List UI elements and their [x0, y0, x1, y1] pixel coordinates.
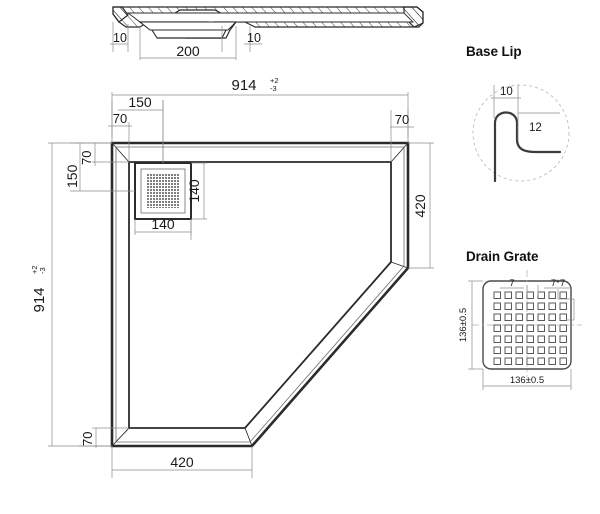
- base-lip-detail-group: 10 12: [472, 84, 570, 183]
- plan-inner-outline: [128, 161, 392, 429]
- drain-grate-dim-width: 136±0.5: [510, 375, 544, 386]
- section-dimension-lines: [110, 22, 262, 60]
- plan-dim-lip-bottom-left-value: 70: [80, 432, 95, 446]
- drain-grate-detail-title: Drain Grate: [466, 249, 539, 264]
- plan-dim-lip-top-right: 70: [395, 112, 409, 127]
- section-inner-face: [126, 12, 415, 23]
- plan-dim-drain-offset-x: 150: [128, 94, 152, 110]
- plan-drain-grate-mesh: [146, 174, 180, 208]
- plan-dim-overall-height-value: 914: [31, 287, 48, 312]
- drain-grate-dim-height-value: 136±0.5: [458, 308, 469, 342]
- base-lip-profile: [493, 111, 562, 183]
- plan-dim-overall-height-tol-minus: -3: [38, 267, 47, 274]
- section-drain-grate-cap: [138, 21, 238, 31]
- plan-rim-highlight: [115, 146, 405, 443]
- base-lip-detail-title: Base Lip: [466, 44, 522, 59]
- plan-dim-drain-offset-y: 150: [64, 164, 80, 188]
- plan-dim-overall-width-tol-plus: +2: [270, 76, 279, 85]
- section-dim-lip-right: 10: [247, 31, 261, 45]
- plan-dim-grate-height: 140: [186, 179, 202, 203]
- section-dim-drain-width: 200: [176, 43, 200, 59]
- plan-dim-overall-width: 914 +2 -3: [231, 76, 278, 94]
- plan-dim-lip-bottom-left: 70: [80, 432, 95, 446]
- plan-dim-lip-left-inner-value: 70: [79, 151, 94, 165]
- plan-dim-overall-height: 914 +2 -3: [30, 265, 48, 312]
- plan-mitre-lines: [111, 142, 409, 447]
- base-lip-dim-thickness: 10: [500, 86, 513, 98]
- base-lip-dim-height: 12: [529, 122, 542, 134]
- plan-dim-right-face-value: 420: [412, 194, 428, 218]
- plan-dim-lip-left-inner: 70: [79, 151, 94, 165]
- section-dim-lip-left: 10: [113, 31, 127, 45]
- plan-dim-right-face: 420: [412, 194, 428, 218]
- plan-dim-overall-width-tol-minus: -3: [270, 84, 277, 93]
- drain-grate-dim-slot-size: 7*7: [551, 278, 565, 289]
- plan-view-group: 914 +2 -3 914 +2 -3 150 70 70 70 150 70: [30, 76, 434, 478]
- plan-dim-grate-height-value: 140: [186, 179, 202, 203]
- plan-dim-overall-width-value: 914: [231, 77, 256, 94]
- drain-grate-dim-height: 136±0.5: [458, 308, 469, 342]
- base-lip-dimension-lines: [491, 85, 560, 140]
- base-lip-detail-circle: [472, 84, 570, 182]
- plan-dim-overall-height-tol-plus: +2: [30, 265, 39, 274]
- plan-dim-lip-top-left: 70: [113, 111, 127, 126]
- plan-dimension-lines: [48, 92, 434, 478]
- drain-grate-detail-group: 7 7*7 136±0.5 136±0.5: [458, 270, 582, 390]
- plan-dim-bottom-face: 420: [170, 454, 194, 470]
- section-drain-body: [151, 29, 227, 39]
- section-view-group: 10 10 200: [110, 6, 424, 60]
- plan-dim-drain-offset-y-value: 150: [64, 164, 80, 188]
- drain-grate-dimension-lines: [468, 280, 575, 390]
- section-left-lip: [112, 6, 129, 23]
- drain-grate-dim-pitch: 7: [509, 278, 514, 289]
- drain-grate-slot-grid: [493, 291, 567, 365]
- plan-dim-grate-width: 140: [151, 216, 175, 232]
